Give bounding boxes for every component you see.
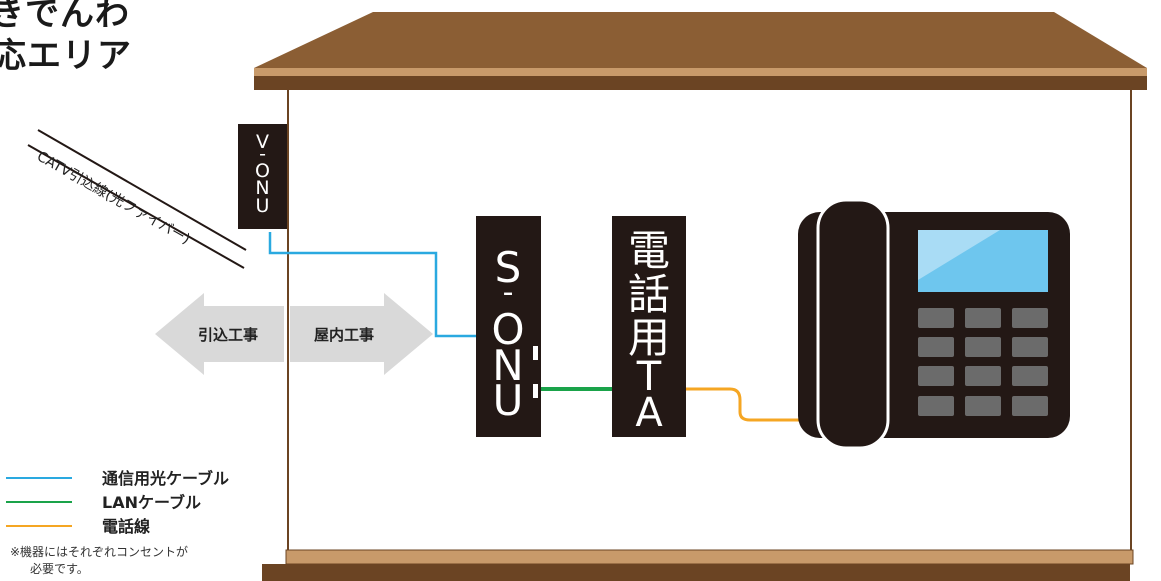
legend-swatch-optical xyxy=(6,477,72,479)
phone-ta-device: 電 話 用 T A xyxy=(612,216,686,437)
outlet-note-line-2: 必要です。 xyxy=(30,562,89,576)
telephone-cable xyxy=(686,387,800,422)
house-foundation xyxy=(262,564,1130,581)
phone-ta-label-char: T xyxy=(636,354,662,400)
phone-ta-label-char: 話 xyxy=(628,270,670,319)
v-onu-label-char: V xyxy=(256,131,269,153)
s-onu-label-char: - xyxy=(503,275,514,310)
page-title-line-2: 応エリア xyxy=(0,36,132,76)
legend-label-telephone: 電話線 xyxy=(102,517,151,536)
indoor-work-arrow xyxy=(290,293,433,375)
outlet-note-line-1: ※機器にはそれぞれコンセントが xyxy=(10,545,189,559)
v-onu-device: V - O N U xyxy=(238,124,287,229)
s-onu-device: S - O N U xyxy=(476,216,541,437)
v-onu-label-char: O xyxy=(255,160,270,182)
v-onu-label-char: - xyxy=(259,143,266,165)
s-onu-label-char: S xyxy=(495,243,522,292)
optical-cable xyxy=(268,232,476,338)
phone-ta-label-char: A xyxy=(635,390,663,436)
outdoor-work-arrow xyxy=(155,293,284,375)
phone-keypad xyxy=(918,308,1048,416)
page-title-line-1: きでんわ xyxy=(0,0,130,34)
legend-label-optical: 通信用光ケーブル xyxy=(102,469,230,488)
s-onu-port xyxy=(533,346,538,360)
phone-ta-label-char: 電 xyxy=(628,226,670,275)
catv-cable-line-upper xyxy=(37,129,247,251)
s-onu-label-char: U xyxy=(493,376,524,425)
s-onu-label-char: O xyxy=(491,305,524,354)
legend-swatch-telephone xyxy=(6,525,72,527)
indoor-work-label: 屋内工事 xyxy=(314,326,374,344)
telephone-icon xyxy=(798,198,1070,450)
s-onu-port xyxy=(533,384,538,398)
legend-swatch-lan xyxy=(6,501,72,503)
roof-eave xyxy=(254,76,1147,90)
roof-edge xyxy=(254,68,1147,76)
s-onu-label-char: N xyxy=(492,341,523,390)
v-onu-label-char: N xyxy=(255,177,269,199)
outdoor-work-label: 引込工事 xyxy=(198,326,258,344)
phone-ta-label-char: 用 xyxy=(628,313,670,362)
legend-label-lan: LANケーブル xyxy=(102,493,202,512)
house-roof xyxy=(254,12,1147,68)
catv-cable-label: CATV引込線(光ファイバー) xyxy=(34,149,192,248)
catv-cable-line-lower xyxy=(27,144,245,269)
house-floor xyxy=(285,549,1134,565)
v-onu-label-char: U xyxy=(256,195,270,217)
